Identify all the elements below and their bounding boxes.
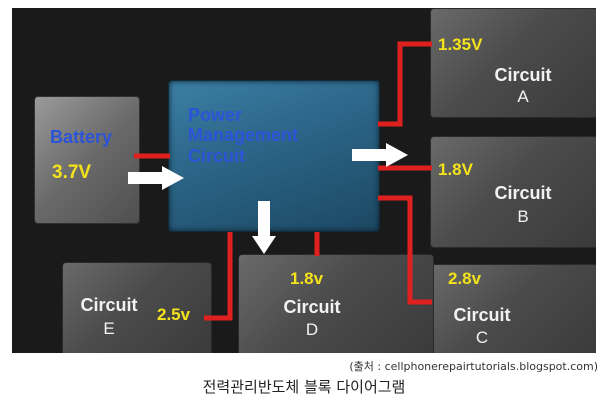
circuit-a-letter: A: [517, 87, 529, 106]
circuit-e-name: Circuit: [80, 295, 138, 315]
circuit-c-name: Circuit: [453, 305, 511, 325]
circuit-d-block: [238, 254, 434, 353]
battery-block: [34, 96, 140, 224]
circuit-b-block: [430, 136, 596, 248]
circuit-e-block: [62, 262, 212, 353]
battery-voltage: 3.7V: [52, 162, 92, 183]
pmc-label-line3: Circuit: [188, 146, 246, 166]
circuit-e-letter: E: [103, 319, 115, 338]
circuit-d-voltage: 1.8v: [290, 269, 324, 288]
connection-lines: [128, 41, 432, 321]
circuit-b-name: Circuit: [494, 183, 552, 203]
circuit-d-letter: D: [305, 320, 319, 339]
wire-to-circuit-e: [204, 232, 233, 321]
battery-label: Battery: [50, 127, 113, 147]
figure-caption: 전력관리반도체 블록 다이어그램: [202, 378, 406, 396]
circuit-c-voltage: 2.8v: [448, 269, 482, 288]
wire-to-circuit-a: [378, 41, 432, 127]
arrow-pmc-to-down-icon: [252, 201, 276, 254]
circuit-a-voltage: 1.35V: [438, 35, 483, 54]
power-management-circuit-block: [168, 80, 380, 232]
pmc-label-line1: Power: [188, 105, 243, 125]
diagram-panel: Battery 3.7V Power Management Circuit 1.…: [12, 8, 596, 353]
wire-to-circuit-c: [378, 195, 432, 305]
pmc-label-line2: Management: [188, 125, 299, 145]
circuit-c-block: [430, 264, 596, 353]
circuit-a-block: [430, 8, 596, 118]
circuit-d-name: Circuit: [283, 297, 341, 317]
arrow-battery-to-pmc-icon: [128, 166, 184, 190]
arrow-pmc-to-right-icon: [352, 143, 408, 167]
circuit-b-letter: B: [517, 207, 529, 226]
circuit-c-letter: C: [475, 328, 489, 347]
circuit-e-voltage: 2.5v: [157, 305, 191, 324]
circuit-b-voltage: 1.8V: [438, 160, 473, 179]
source-note: (출처 : cellphonerepairtutorials.blogspot.…: [349, 360, 598, 373]
circuit-a-name: Circuit: [494, 65, 552, 85]
